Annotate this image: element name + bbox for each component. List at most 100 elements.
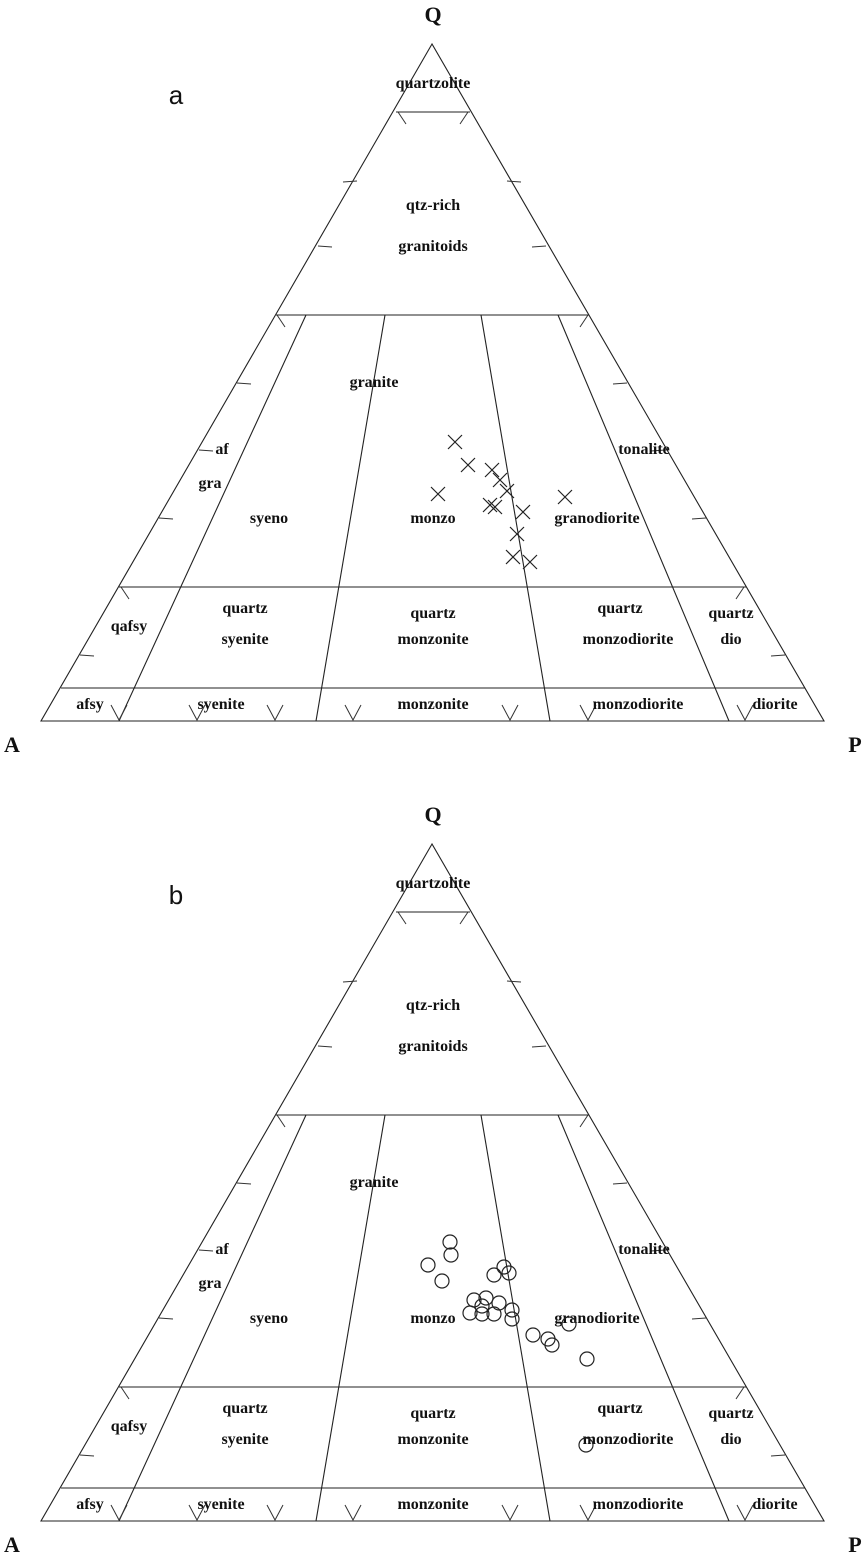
sample-point (557, 489, 573, 505)
sample-point (460, 457, 476, 473)
sample-point (484, 462, 500, 478)
sample-point (515, 504, 531, 520)
field-labels: quartzolite qtz-rich granitoids granite … (76, 875, 797, 1513)
sample-point (487, 499, 503, 515)
label-granite: granite (350, 374, 399, 391)
triangle-outline (40, 42, 825, 722)
apex-p-label: P (848, 732, 861, 757)
sample-points-a (430, 434, 573, 570)
label-diorite: diorite (752, 696, 797, 713)
label-syenite: syenite (197, 1496, 244, 1513)
field-boundaries (61, 111, 805, 722)
label-quartzolite: quartzolite (396, 75, 471, 92)
label-granodiorite: granodiorite (554, 510, 639, 527)
label-quartz-syenite-2: syenite (221, 1431, 268, 1448)
panel-b: Q A P b (4, 802, 862, 1557)
sample-point (447, 434, 463, 450)
label-quartz-monzonite-2: monzonite (397, 1431, 468, 1448)
sample-point (486, 1267, 502, 1283)
label-granodiorite: granodiorite (554, 1310, 639, 1327)
label-quartz-dio-2: dio (720, 1431, 741, 1448)
label-quartzolite: quartzolite (396, 875, 471, 892)
label-gra: gra (198, 475, 221, 492)
panel-a: Q A P a (4, 2, 862, 757)
sample-point (501, 1265, 517, 1281)
label-quartz-syenite-1: quartz (222, 1400, 267, 1417)
sample-point (442, 1234, 458, 1250)
boundary-ticks (79, 911, 786, 1522)
sample-point (505, 549, 521, 565)
sample-point (478, 1290, 494, 1306)
label-quartz-monzodiorite-1: quartz (597, 600, 642, 617)
label-monzodiorite: monzodiorite (593, 1496, 684, 1513)
field-boundaries (61, 911, 805, 1522)
sample-point (474, 1298, 490, 1314)
label-monzonite: monzonite (397, 1496, 468, 1513)
sample-point (420, 1257, 436, 1273)
sample-points-b (420, 1234, 595, 1453)
label-monzo: monzo (410, 1310, 455, 1327)
field-labels: quartzolite qtz-rich granitoids granite … (76, 75, 797, 713)
label-monzonite: monzonite (397, 696, 468, 713)
panel-label-a: a (169, 80, 184, 110)
label-tonalite: tonalite (618, 441, 670, 458)
label-granitoids: granitoids (398, 238, 467, 255)
label-tonalite: tonalite (618, 1241, 670, 1258)
sample-point (509, 526, 525, 542)
label-gra: gra (198, 1275, 221, 1292)
label-qafsy: qafsy (111, 1418, 147, 1435)
label-quartz-dio-2: dio (720, 631, 741, 648)
sample-point (579, 1351, 595, 1367)
label-quartz-monzodiorite-2: monzodiorite (583, 1431, 674, 1448)
label-af: af (215, 441, 229, 458)
sample-point (522, 554, 538, 570)
apex-a-label: A (4, 1532, 20, 1557)
label-quartz-monzonite-1: quartz (410, 605, 455, 622)
sample-point (578, 1437, 594, 1453)
label-qtz-rich: qtz-rich (406, 997, 460, 1014)
label-monzodiorite: monzodiorite (593, 696, 684, 713)
label-quartz-monzonite-2: monzonite (397, 631, 468, 648)
sample-point (561, 1316, 577, 1332)
apex-a-label: A (4, 732, 20, 757)
sample-point (504, 1302, 520, 1318)
label-granitoids: granitoids (398, 1038, 467, 1055)
label-quartz-dio-1: quartz (708, 605, 753, 622)
label-diorite: diorite (752, 1496, 797, 1513)
sample-point (474, 1306, 490, 1322)
apex-q-label: Q (424, 2, 441, 27)
apex-p-label: P (848, 1532, 861, 1557)
apex-q-label: Q (424, 802, 441, 827)
sample-point (486, 1306, 502, 1322)
label-afsy: afsy (76, 1496, 104, 1513)
sample-point (430, 486, 446, 502)
boundary-ticks (79, 111, 786, 722)
label-quartz-dio-1: quartz (708, 1405, 753, 1422)
label-qafsy: qafsy (111, 618, 147, 635)
label-syenite: syenite (197, 696, 244, 713)
sample-point (462, 1305, 478, 1321)
label-quartz-syenite-1: quartz (222, 600, 267, 617)
panel-label-b: b (169, 880, 183, 910)
triangle-outline (40, 842, 825, 1522)
label-syeno: syeno (250, 510, 288, 527)
label-qtz-rich: qtz-rich (406, 197, 460, 214)
label-quartz-monzonite-1: quartz (410, 1405, 455, 1422)
sample-point (492, 472, 508, 488)
label-af: af (215, 1241, 229, 1258)
sample-point (443, 1247, 459, 1263)
label-syeno: syeno (250, 1310, 288, 1327)
label-monzo: monzo (410, 510, 455, 527)
sample-point (434, 1273, 450, 1289)
sample-point (504, 1311, 520, 1327)
sample-point (491, 1295, 507, 1311)
label-quartz-monzodiorite-2: monzodiorite (583, 631, 674, 648)
label-granite: granite (350, 1174, 399, 1191)
label-afsy: afsy (76, 696, 104, 713)
sample-point (482, 497, 498, 513)
sample-point (544, 1337, 560, 1353)
sample-point (496, 1259, 512, 1275)
label-quartz-monzodiorite-1: quartz (597, 1400, 642, 1417)
sample-point (525, 1327, 541, 1343)
